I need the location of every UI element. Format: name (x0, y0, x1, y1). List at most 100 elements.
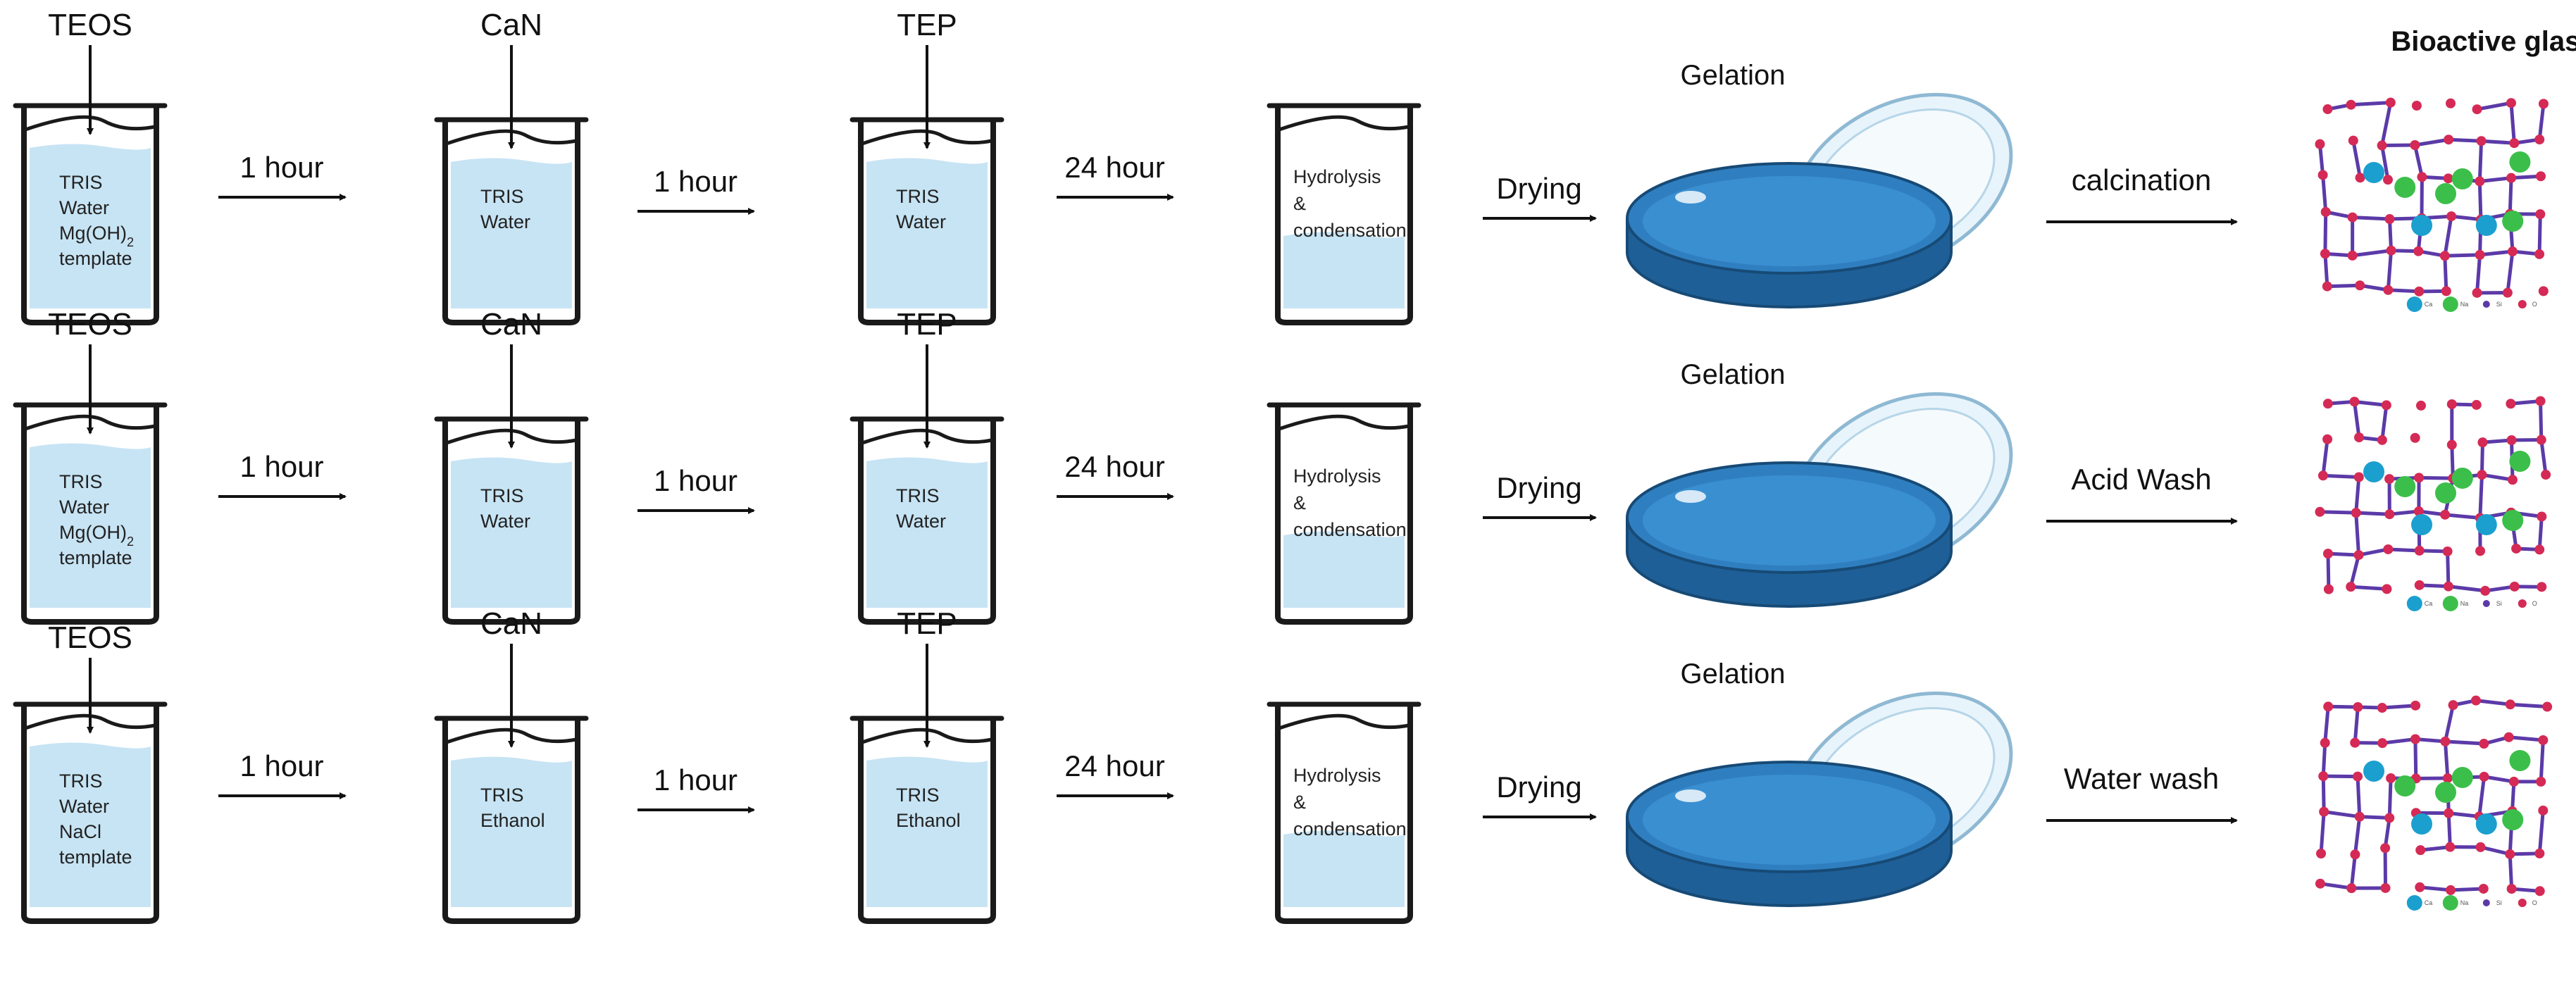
network-ion-cyan (2411, 514, 2432, 535)
network-oxygen-atom (2355, 173, 2365, 183)
network-oxygen-atom (2534, 886, 2545, 897)
beaker-liquid (1283, 232, 1405, 308)
network-ion-green (2435, 482, 2456, 504)
network-legend-label: Na (2460, 899, 2469, 906)
beaker-2-text: TRIS (480, 485, 524, 506)
network-oxygen-atom (2354, 432, 2365, 443)
network-bond (2317, 144, 2325, 175)
network-oxygen-atom (2353, 701, 2363, 712)
network-bond (2510, 174, 2541, 180)
beaker-4-text: & (1293, 193, 1306, 214)
network-bond (2443, 704, 2456, 742)
petri-dish (1626, 92, 2013, 308)
network-oxygen-atom (2319, 806, 2329, 817)
step-label: 1 hour (239, 151, 323, 184)
beaker-body (442, 419, 580, 625)
network-oxygen-atom (2508, 776, 2519, 787)
network-bond (2380, 145, 2390, 180)
beaker-liquid (451, 457, 572, 608)
diagram-title: Bioactive glass (2391, 26, 2576, 57)
beaker-1 (13, 701, 168, 924)
beaker-2-text: Water (480, 511, 530, 532)
network-bond (2323, 706, 2330, 744)
network-oxygen-atom (2538, 99, 2549, 109)
network-bond (2477, 776, 2487, 817)
reagent-label-can: CaN (480, 307, 542, 342)
network-bond (2481, 139, 2515, 145)
network-oxygen-atom (2413, 246, 2424, 256)
network-oxygen-atom (2538, 286, 2549, 296)
network-bond (2508, 854, 2514, 889)
gelation-label: Gelation (1681, 658, 1786, 689)
petri-dish (1626, 691, 2013, 907)
network-bond (2382, 143, 2415, 148)
network-oxygen-atom (2444, 135, 2454, 145)
network-bond (2321, 776, 2326, 812)
beaker-2-text: Ethanol (480, 810, 545, 831)
network-bond (2443, 741, 2450, 779)
network-oxygen-atom (2384, 214, 2395, 225)
network-ion-cyan (2475, 514, 2497, 535)
beaker-4-text: condensation (1293, 818, 1407, 839)
network-bond (2388, 547, 2420, 553)
beaker-meniscus (25, 115, 156, 132)
beaker-liquid (866, 457, 988, 608)
step-label: Drying (1496, 471, 1581, 504)
network-ion-green (2435, 183, 2456, 204)
network-oxygen-atom (2542, 701, 2553, 712)
network-oxygen-atom (2354, 811, 2365, 822)
mg-subscript: 2 (127, 535, 134, 549)
network-ion-green (2394, 177, 2416, 198)
beaker-4-text: Hydrolysis (1293, 166, 1381, 187)
network-oxygen-atom (2347, 212, 2358, 223)
network-bond (2446, 551, 2451, 587)
network-oxygen-atom (2534, 544, 2545, 555)
network-ion-cyan (2363, 461, 2384, 482)
process-row-1: TRISWaterMg(OH)2templateTRISWaterTRISWat… (13, 8, 2549, 325)
network-bond (2413, 144, 2424, 177)
network-bond (2478, 475, 2484, 518)
network-oxygen-atom (2353, 550, 2364, 561)
network-legend-swatch (2482, 600, 2490, 607)
network-oxygen-atom (2384, 509, 2395, 520)
network-ion-green (2451, 767, 2473, 788)
beaker-3 (850, 716, 1004, 924)
network-ion-green (2502, 510, 2524, 531)
network-oxygen-atom (2355, 280, 2365, 291)
network-bond (2387, 777, 2393, 818)
network-bond (2510, 702, 2548, 709)
network-oxygen-atom (2381, 400, 2391, 411)
network-bond (2321, 742, 2327, 777)
network-bond (2352, 216, 2390, 221)
network-oxygen-atom (2475, 249, 2485, 260)
beaker-liquid (451, 158, 572, 308)
reagent-label-tep: TEP (897, 307, 957, 342)
beaker-1-text: TRIS (59, 770, 103, 792)
network-bond (2537, 214, 2542, 254)
network-bond (2510, 399, 2541, 406)
network-legend-label: Ca (2425, 899, 2433, 906)
network-oxygen-atom (2384, 813, 2395, 823)
petri-liquid (1643, 475, 1936, 566)
network-oxygen-atom (2479, 771, 2489, 782)
network-bond (2327, 551, 2359, 557)
network-bond (2351, 101, 2391, 107)
network-legend-label: O (2532, 899, 2537, 906)
network-legend-swatch (2442, 895, 2458, 911)
network-oxygen-atom (2346, 883, 2357, 894)
network-oxygen-atom (2414, 545, 2425, 556)
beaker-body (21, 704, 159, 924)
network-bond (2477, 101, 2512, 111)
network-oxygen-atom (2537, 582, 2547, 592)
reagent-label-teos: TEOS (48, 8, 132, 42)
network-oxygen-atom (2316, 848, 2327, 858)
network-ion-green (2451, 168, 2473, 189)
network-oxygen-atom (2442, 546, 2453, 556)
network-legend-swatch (2518, 899, 2527, 907)
network-bond (2444, 513, 2481, 520)
network-oxygen-atom (2380, 843, 2391, 854)
beaker-body (1275, 106, 1413, 325)
process-row-2: TRISWaterMg(OH)2templateTRISWaterTRISWat… (13, 307, 2551, 625)
network-bond (2448, 585, 2486, 593)
